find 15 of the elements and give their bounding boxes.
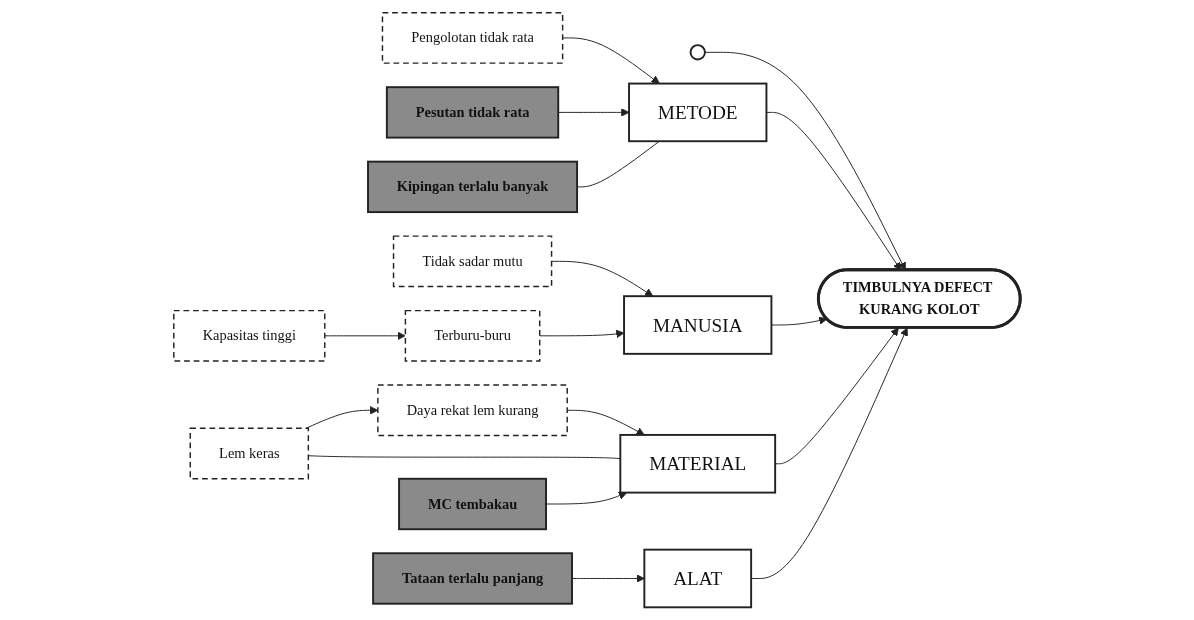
node-box: Terburu-buru bbox=[404, 309, 541, 362]
node-box: ALAT bbox=[643, 548, 753, 609]
node-box: MANUSIA bbox=[623, 295, 773, 355]
node-box: Kipingan terlalu banyak bbox=[367, 160, 579, 214]
node-box: Tidak sadar mutu bbox=[392, 235, 553, 288]
node-box: MATERIAL bbox=[619, 433, 777, 494]
node-box: Pesutan tidak rata bbox=[385, 86, 560, 139]
node-box: Kapasitas tinggi bbox=[173, 309, 326, 362]
node-box: Pengolotan tidak rata bbox=[381, 11, 564, 64]
node-box: Tataan terlalu panjang bbox=[372, 552, 573, 605]
node-circle bbox=[689, 44, 706, 61]
node-box: MC tembakau bbox=[398, 477, 547, 531]
node-box: Daya rekat lem kurang bbox=[377, 384, 568, 437]
node-box: METODE bbox=[628, 82, 768, 143]
node-box: Lem keras bbox=[189, 427, 310, 480]
